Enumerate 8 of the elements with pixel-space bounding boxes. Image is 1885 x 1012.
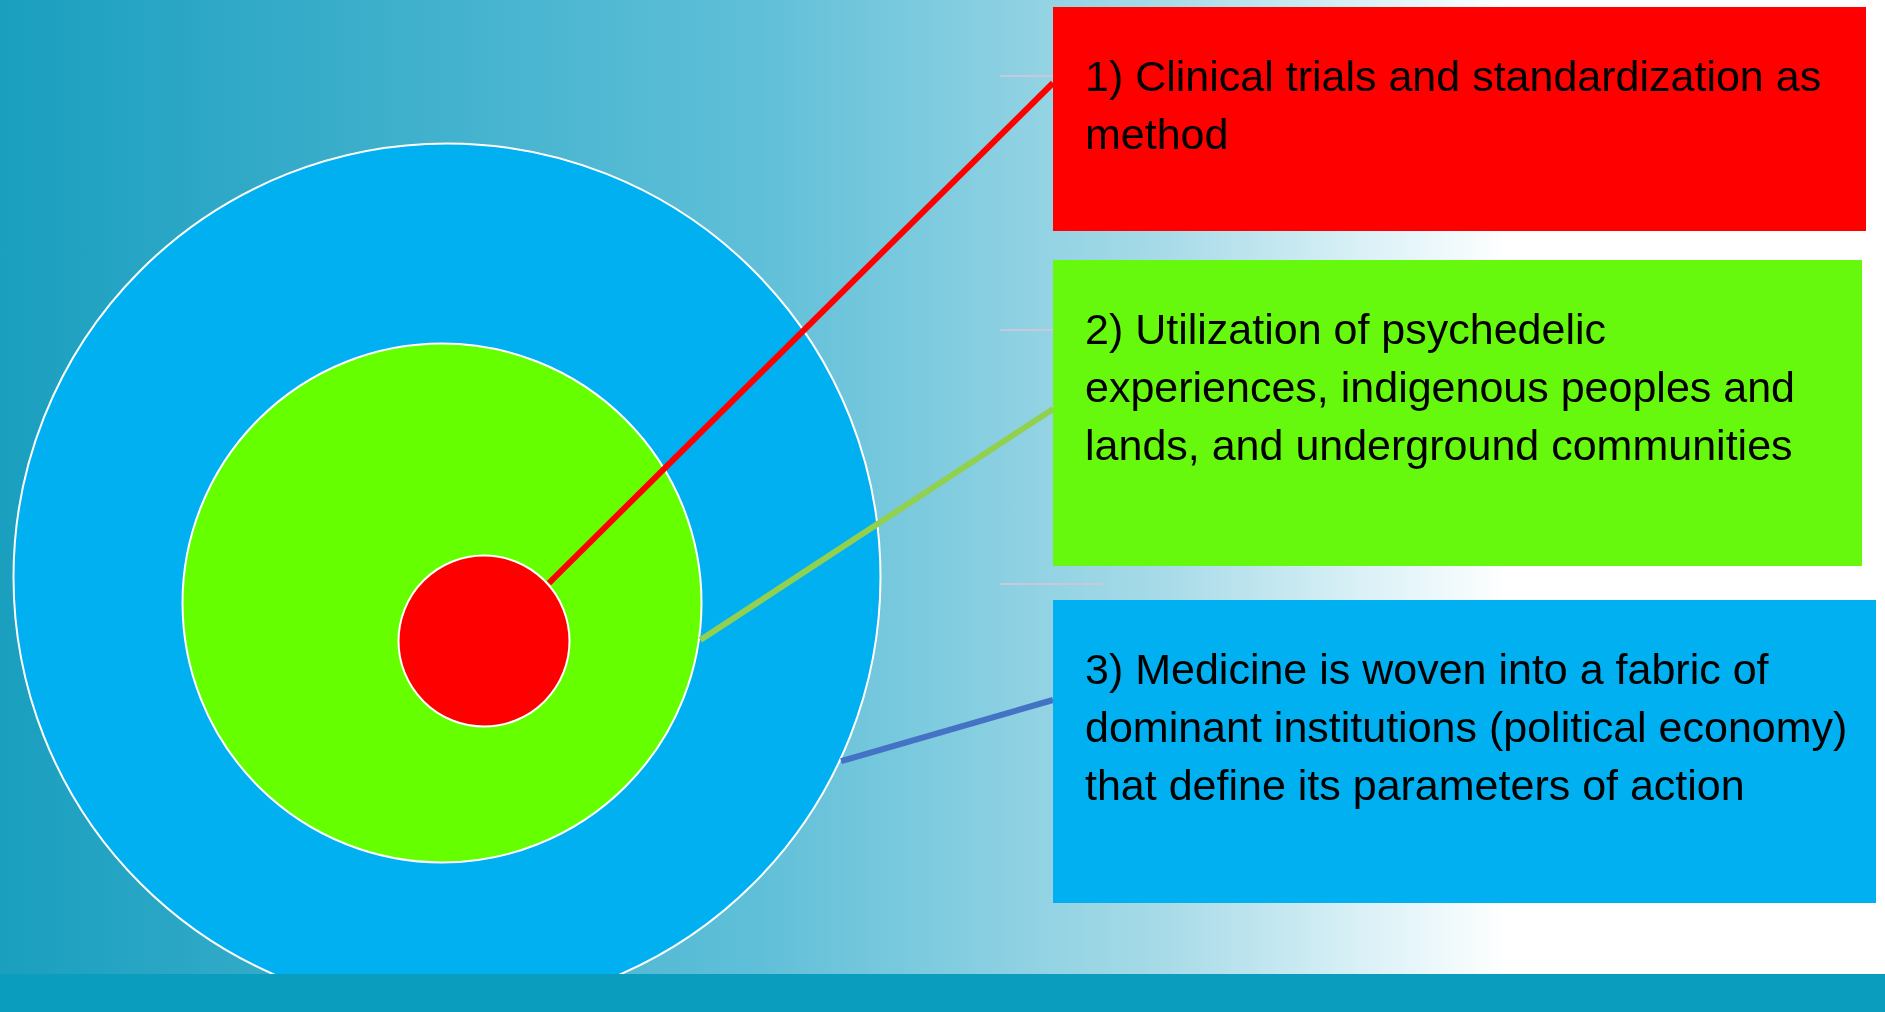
text-box: 1) Clinical trials and standardization as method — [1053, 7, 1866, 231]
leader-line — [698, 406, 1055, 643]
leader-line — [546, 80, 1056, 586]
ring-circle — [181, 342, 703, 864]
ring-circle — [397, 554, 571, 728]
leader-line — [840, 697, 1054, 765]
text-box: 3) Medicine is woven into a fabric of dominant institutions (political economy) that define its parameters of action — [1053, 600, 1876, 903]
text-box: 2) Utilization of psychedelic experiences, indigenous peoples and lands, and underground communities — [1053, 260, 1862, 566]
